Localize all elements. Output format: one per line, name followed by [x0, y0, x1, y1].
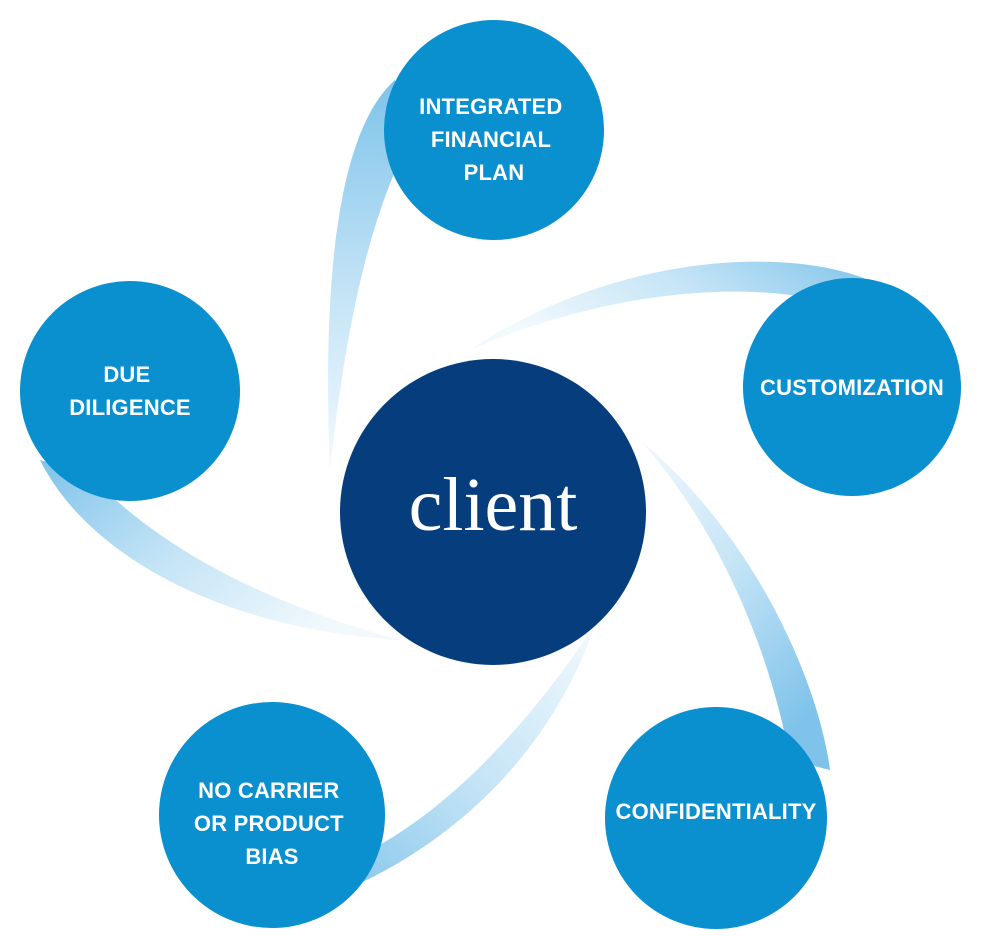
svg-text:CUSTOMIZATION: CUSTOMIZATION [760, 375, 944, 400]
center-label: client [409, 463, 578, 547]
swirl-arm-right [470, 261, 880, 350]
node-label-line: FINANCIAL [431, 127, 551, 152]
node-integrated-financial-plan: INTEGRATED FINANCIAL PLAN [384, 20, 604, 240]
node-no-carrier-bias: NO CARRIER OR PRODUCT BIAS [159, 702, 385, 928]
node-label-line: NO CARRIER [198, 778, 339, 803]
node-label-line: BIAS [245, 844, 298, 869]
node-label-line: INTEGRATED [419, 94, 562, 119]
node-customization: CUSTOMIZATION [743, 278, 961, 496]
node-label-line: CONFIDENTIALITY [616, 799, 817, 824]
node-label-line: DUE [103, 362, 150, 387]
svg-text:NO CARRIER OR PRODUCT: NO CARRIER OR PRODUCT BIAS [194, 778, 350, 869]
node-due-diligence: DUE DILIGENCE [20, 281, 240, 501]
node-label-line: OR PRODUCT [194, 811, 344, 836]
svg-text:INTEGRATED FINANCIAL: INTEGRATED FINANCIAL PLAN [419, 94, 569, 185]
svg-text:DUE DILIGENCE: DUE DILIGENCE [69, 362, 191, 420]
node-label-line: PLAN [464, 160, 525, 185]
node-label-line: CUSTOMIZATION [760, 375, 944, 400]
center-node: client [340, 359, 646, 665]
swirl-arm-lower-right [640, 440, 830, 770]
node-label-line: DILIGENCE [69, 395, 191, 420]
svg-text:CONFIDENTIALITY: CONFIDENTIALITY [616, 799, 817, 824]
swirl-arm-top [328, 80, 405, 470]
node-confidentiality: CONFIDENTIALITY [605, 707, 827, 929]
